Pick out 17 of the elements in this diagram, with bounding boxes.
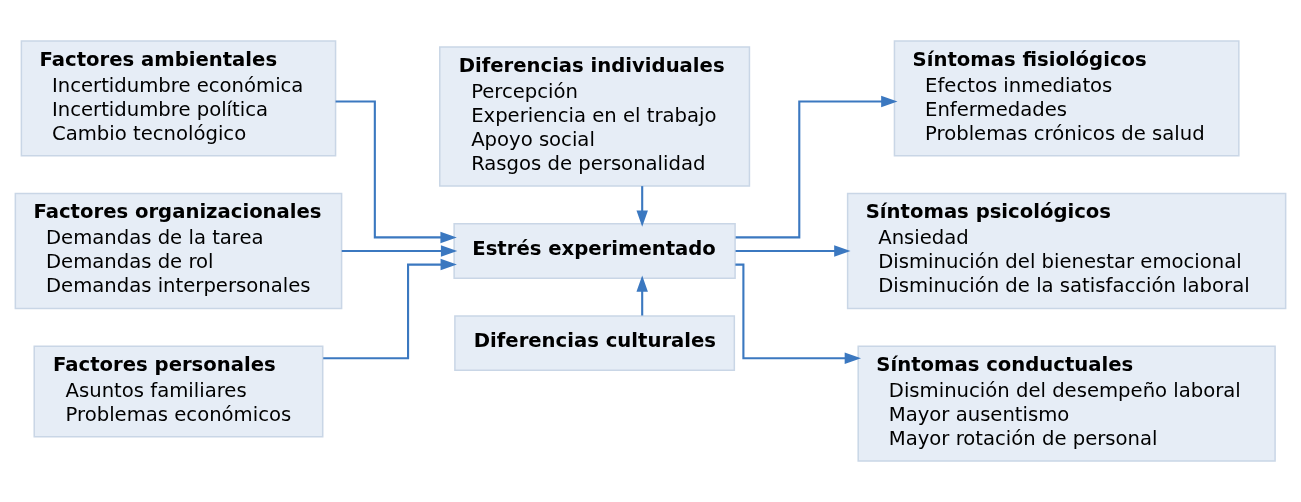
arrow xyxy=(735,263,861,364)
arrow xyxy=(735,245,851,257)
arrow xyxy=(636,186,648,227)
node-box: Diferencias individuales Percepción Experiencia en el trabajo Apoyo social Rasgos de personalidad xyxy=(439,46,751,187)
node-box: Factores personales Asuntos familiares Problemas económicos xyxy=(33,345,324,438)
node-box: Factores organizacionales Demandas de la tarea Demandas de rol Demandas interpersonales xyxy=(14,192,343,310)
node-box: Síntomas fisiológicos Efectos inmediatos Enfermedades Problemas crónicos de salud xyxy=(893,40,1240,157)
arrow xyxy=(735,95,898,239)
node-box: Síntomas psicológicos Ansiedad Disminución del bienestar emocional Disminución de la satisfacción laboral xyxy=(846,192,1287,310)
arrow xyxy=(323,258,457,360)
node-box: Síntomas conductuales Disminución del desempeño laboral Mayor ausentismo Mayor rotación de personal xyxy=(857,345,1276,462)
node-box: Estrés experimentado xyxy=(453,223,736,279)
arrow xyxy=(636,275,648,316)
arrow xyxy=(341,245,458,257)
node-box: Factores ambientales Incertidumbre económica Incertidumbre política Cambio tecnológico xyxy=(20,40,337,157)
arrow xyxy=(335,100,457,244)
node-box: Diferencias culturales xyxy=(454,315,736,372)
